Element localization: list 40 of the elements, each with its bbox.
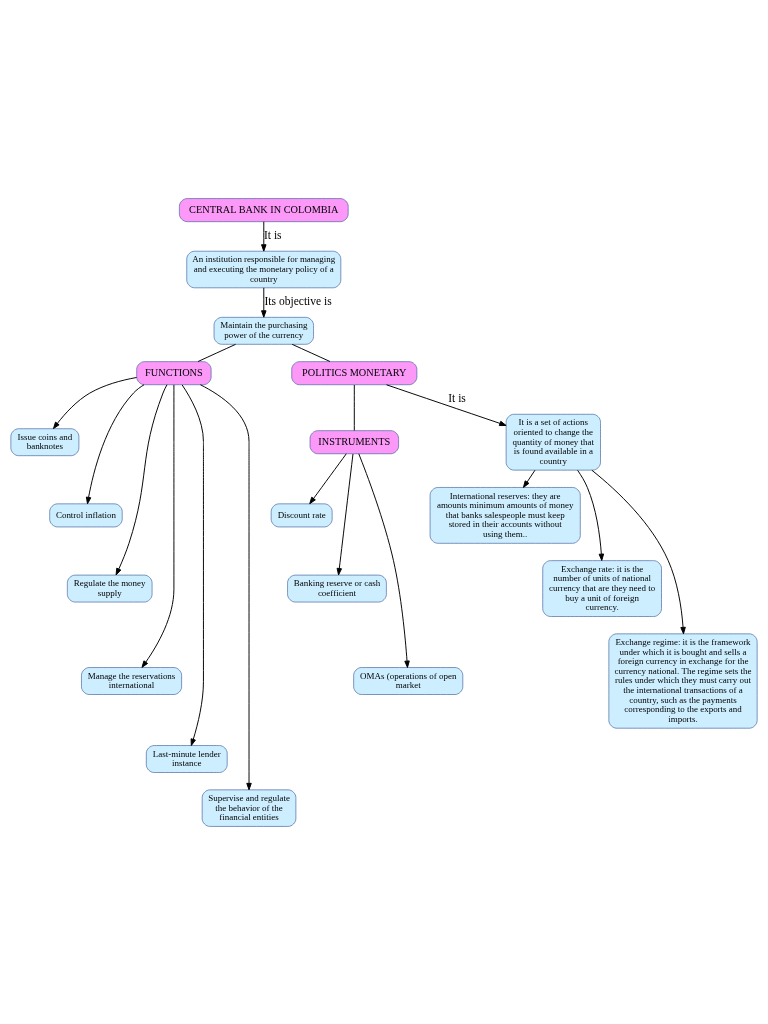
connector	[353, 384, 355, 431]
node-box: Regulate the money supply	[67, 574, 153, 602]
arrow	[309, 452, 347, 504]
node-box: POLITICS MONETARY	[291, 360, 418, 385]
node-box: Banking reserve or cash coefficient	[287, 574, 387, 602]
arrow	[336, 453, 354, 575]
arrow	[386, 383, 507, 426]
arrow	[358, 452, 410, 668]
node-box: International reserves: they are amounts minimum amounts of money that banks salespeople must keep stored in their accounts without using them..	[429, 486, 581, 544]
node-box: It is a set of actions oriented to change the quantity of money that is found available in a country	[505, 413, 601, 470]
arrow	[577, 469, 605, 561]
arrow	[115, 383, 168, 575]
node-box: CENTRAL BANK IN COLOMBIA	[179, 197, 349, 222]
arrow	[591, 469, 686, 634]
node-box: INSTRUMENTS	[309, 429, 399, 454]
arrow	[199, 383, 252, 790]
arrow	[523, 469, 536, 488]
node-box: Exchange regime: it is the framework under which it is bought and sells a foreign currency in exchange for the currency national. The regime sets the rules under which they must carry out the international transactions of a country, such as the payments corresponding to the exports and imports.	[608, 633, 758, 729]
node-box: Last-minute lender instance	[146, 744, 228, 773]
arrow	[141, 383, 175, 668]
node-box: Supervise and regulate the behavior of the financial entities	[201, 789, 297, 827]
arrow	[261, 220, 267, 252]
connector	[197, 343, 237, 362]
node-box: An institution responsible for managing and executing the monetary policy of a country	[186, 250, 342, 288]
node-box: Issue coins and banknotes	[10, 427, 80, 456]
connector	[291, 343, 331, 362]
node-box: Exchange rate: it is the number of units of national currency that are they need to buy a unit of foreign currency.	[542, 559, 662, 617]
node-box: FUNCTIONS	[136, 360, 212, 385]
node-box: Maintain the purchasing power of the currency	[213, 316, 314, 345]
edge-label: It is	[448, 391, 466, 404]
arrow	[261, 286, 267, 318]
node-box: Control inflation	[49, 503, 123, 527]
edge-label: It is	[263, 228, 282, 241]
arrow	[85, 383, 145, 504]
node-box: OMAs (operations of open market	[353, 666, 464, 695]
edge-label: Its objective is	[264, 294, 332, 307]
arrow	[181, 383, 204, 746]
node-box: Manage the reservations international	[81, 666, 182, 695]
arrow	[53, 376, 138, 429]
node-box: Discount rate	[270, 503, 333, 527]
